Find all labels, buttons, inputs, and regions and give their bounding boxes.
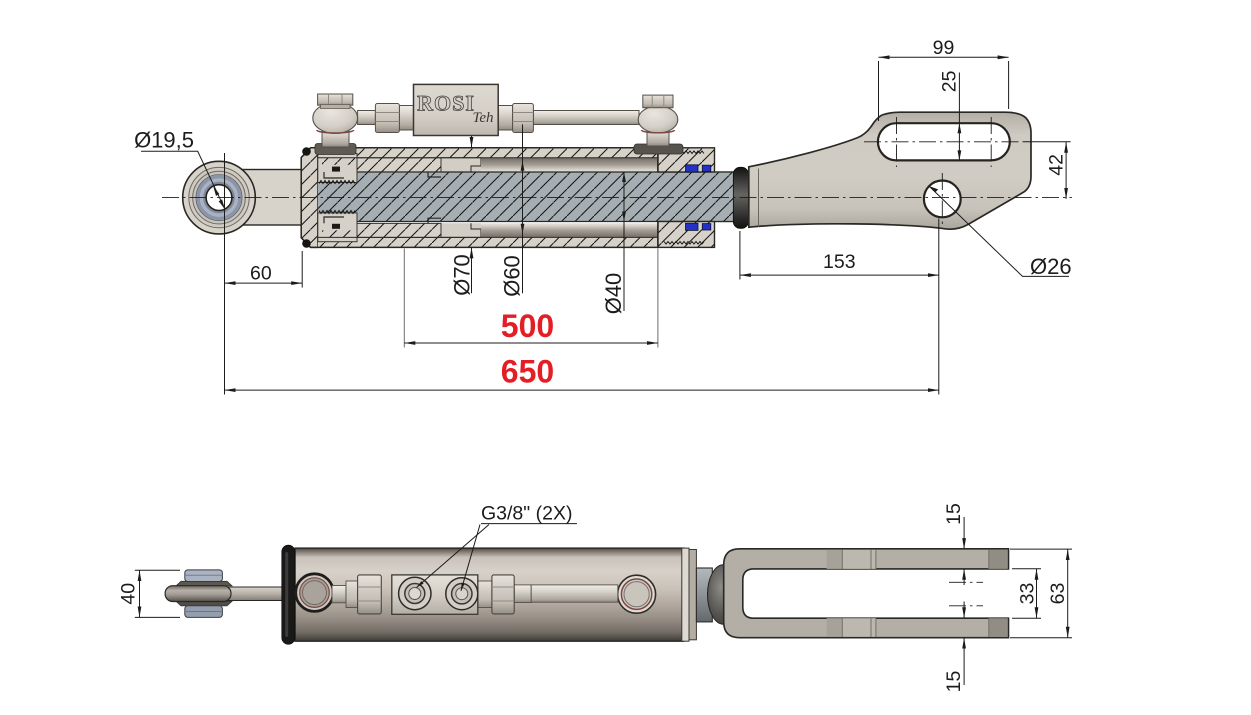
svg-text:ROSI: ROSI <box>417 91 475 116</box>
svg-text:33: 33 <box>1017 583 1039 605</box>
svg-text:Ø70: Ø70 <box>450 254 475 296</box>
svg-text:99: 99 <box>933 37 955 59</box>
svg-text:42: 42 <box>1045 154 1067 176</box>
svg-text:40: 40 <box>117 583 139 605</box>
svg-text:25: 25 <box>939 70 961 92</box>
svg-text:Ø60: Ø60 <box>500 255 525 297</box>
svg-text:60: 60 <box>250 262 272 284</box>
svg-text:Ø19,5: Ø19,5 <box>134 128 194 153</box>
svg-text:153: 153 <box>823 251 856 273</box>
svg-text:650: 650 <box>501 353 554 389</box>
svg-text:Ø40: Ø40 <box>601 273 626 315</box>
svg-text:500: 500 <box>501 308 554 344</box>
svg-text:G3/8" (2X): G3/8" (2X) <box>481 503 572 525</box>
svg-text:63: 63 <box>1047 583 1069 605</box>
svg-text:15: 15 <box>943 671 965 693</box>
svg-text:Teh: Teh <box>472 110 493 126</box>
svg-text:Ø26: Ø26 <box>1030 254 1072 279</box>
svg-text:15: 15 <box>943 503 965 525</box>
